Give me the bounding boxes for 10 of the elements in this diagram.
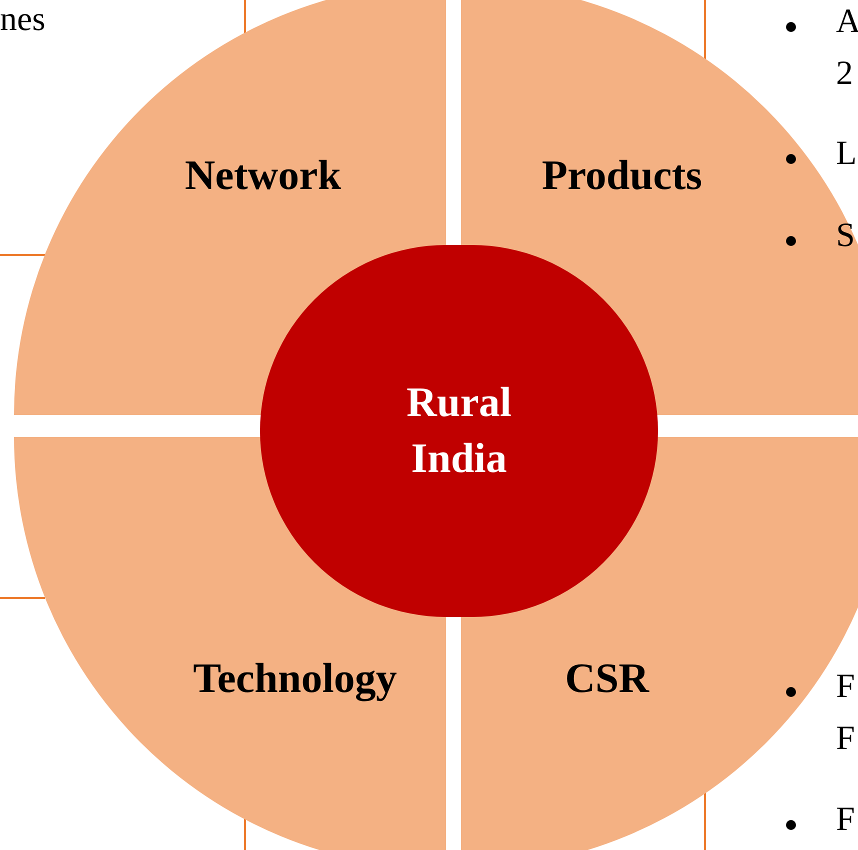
- cut-off-text: nes: [0, 0, 46, 40]
- segment-label: Technology: [193, 658, 397, 700]
- cut-off-text: F F: [836, 667, 856, 759]
- segment-label: CSR: [564, 658, 650, 700]
- cut-off-text: F: [836, 800, 856, 840]
- segment-label: Network: [184, 155, 342, 197]
- segment-label: Products: [542, 155, 702, 197]
- center-label: Rural India: [406, 379, 512, 484]
- cut-off-text: L: [836, 134, 856, 174]
- cut-off-text: S: [836, 216, 856, 256]
